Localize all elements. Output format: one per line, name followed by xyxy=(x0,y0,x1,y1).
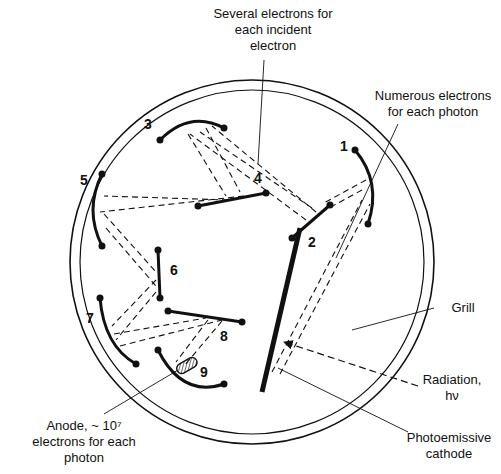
callout-number: 2 xyxy=(308,234,316,250)
dynode-5 xyxy=(93,174,102,246)
callout-note: Several electrons for each incident elec… xyxy=(212,6,334,54)
dynode-ends xyxy=(97,125,372,388)
callout-number: 3 xyxy=(144,116,152,132)
callout-number: 9 xyxy=(200,364,208,380)
electron-paths xyxy=(100,126,370,374)
callout-number: 7 xyxy=(86,310,94,326)
dynode-8 xyxy=(168,311,242,322)
callout-number: 6 xyxy=(170,262,178,278)
part-label: Grill xyxy=(438,300,488,316)
dynode-6 xyxy=(158,250,160,298)
callout-note: Numerous electrons for each photon xyxy=(370,88,496,120)
part-label: Radiation, hν xyxy=(416,372,488,404)
dynode-7 xyxy=(100,298,136,364)
tube-outer-wall xyxy=(70,80,434,444)
tube-inner-wall xyxy=(80,90,424,434)
anode xyxy=(175,356,199,376)
part-label: Anode, ~ 10⁷ electrons for each photon xyxy=(26,418,142,466)
callout-number: 1 xyxy=(340,138,348,154)
dynode-1 xyxy=(355,150,373,224)
callout-number: 5 xyxy=(80,172,88,188)
radiation-arrow xyxy=(284,342,418,386)
dynodes xyxy=(93,121,373,387)
callout-number: 4 xyxy=(254,170,262,186)
callout-number: 8 xyxy=(220,328,228,344)
photoemissive-cathode xyxy=(262,228,300,392)
leader-lines xyxy=(104,60,434,432)
dynode-9 xyxy=(158,350,224,387)
dynode-3 xyxy=(160,121,224,140)
part-label: Photoemissive cathode xyxy=(401,430,497,462)
